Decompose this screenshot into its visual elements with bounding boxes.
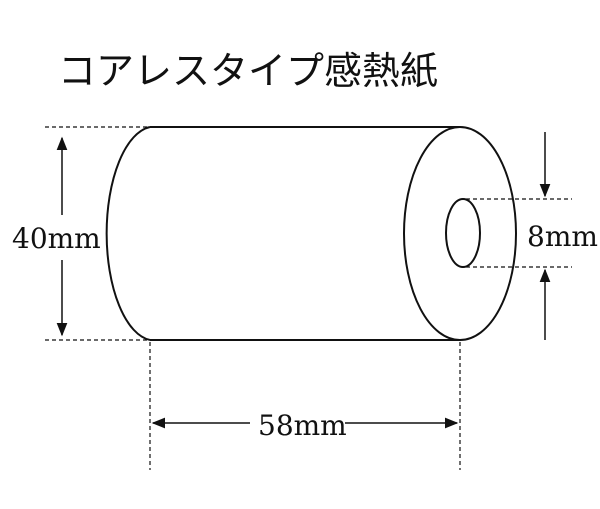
width-label: 58mm: [258, 409, 347, 442]
dimension-lines: [45, 126, 572, 470]
paper-roll: [105, 126, 517, 341]
diameter-label: 40mm: [12, 222, 101, 255]
roll-left-edge: [105, 126, 151, 341]
roll-end-face: [403, 126, 517, 341]
core-hole: [445, 198, 481, 268]
arrows: [56, 132, 551, 429]
core-label: 8mm: [527, 220, 598, 253]
title: コアレスタイプ感熱紙: [58, 49, 438, 93]
